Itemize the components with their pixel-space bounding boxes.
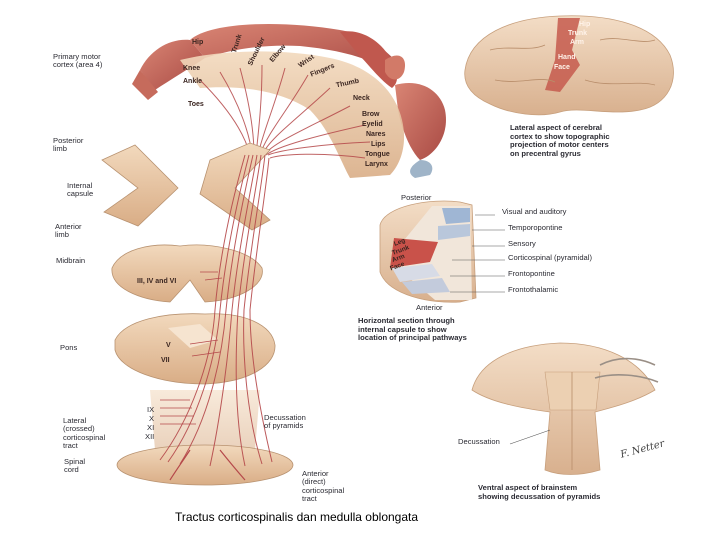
- label-decussation: Decussation: [458, 437, 500, 446]
- medulla: [150, 390, 260, 450]
- brain-label: Trunk: [568, 30, 588, 37]
- homunculus-label: Knee: [183, 65, 201, 72]
- label-midbrain-nerves: III, IV and VI: [137, 278, 177, 285]
- label-capsule-posterior: Posterior: [401, 193, 432, 202]
- leader-lines: [450, 214, 551, 445]
- brainstem: [471, 342, 659, 475]
- label-posterior-limb: Posterior limb: [53, 136, 84, 154]
- midbrain-section: [111, 244, 263, 303]
- figure-caption: Tractus corticospinalis dan medulla oblo…: [175, 510, 419, 524]
- motor-cortex: [180, 51, 405, 178]
- label-anterior-limb: Anterior limb: [55, 222, 82, 240]
- pathway-label: Sensory: [508, 239, 536, 248]
- brainstem-caption: Ventral aspect of brainstem showing decu…: [478, 483, 601, 501]
- pathway-label: Corticospinal (pyramidal): [508, 253, 592, 262]
- homunculus-label: Hip: [192, 39, 204, 46]
- homunculus-label: Toes: [188, 101, 204, 108]
- label-decussation-pyramids: Decussation of pyramids: [264, 413, 306, 431]
- homunculus-label: Larynx: [365, 161, 388, 168]
- lateral-brain: [464, 15, 674, 116]
- homunculus-label: Lips: [371, 141, 386, 148]
- label-nerve-xi: XI: [147, 423, 155, 432]
- label-primary-motor-cortex: Primary motor cortex (area 4): [53, 52, 103, 70]
- label-spinal-cord: Spinal cord: [64, 457, 86, 475]
- illustration: [101, 15, 674, 486]
- label-pons-v: V: [166, 342, 171, 349]
- label-nerve-ix: IX: [147, 405, 155, 414]
- capsule-section: [379, 200, 477, 303]
- label-nerve-x: X: [149, 414, 155, 423]
- homunculus-label: Tongue: [365, 151, 390, 158]
- label-nerve-xii: XII: [145, 432, 155, 441]
- cranial-branches: [160, 271, 223, 425]
- label-pons: Pons: [60, 343, 78, 352]
- homunculus: [132, 24, 446, 178]
- homunculus-label: Brow: [362, 111, 380, 118]
- pathway-label: Frontopontine: [508, 269, 555, 278]
- label-anterior-tract: Anterior (direct) corticospinal tract: [302, 469, 345, 504]
- brain-label: Hip: [579, 21, 591, 28]
- brain-label: Arm: [570, 39, 585, 46]
- label-capsule-anterior: Anterior: [416, 303, 443, 312]
- pons-section: [114, 313, 276, 385]
- pathway-label: Frontothalamic: [508, 285, 559, 294]
- lateral-brain-caption: Lateral aspect of cerebral cortex to sho…: [510, 123, 610, 158]
- label-midbrain: Midbrain: [56, 256, 86, 265]
- corticospinal-figure: Primary motor cortex (area 4) Posterior …: [40, 10, 680, 510]
- brain-label: Hand: [558, 54, 576, 61]
- homunculus-label: Eyelid: [362, 121, 383, 128]
- label-internal-capsule: Internal capsule: [67, 181, 94, 199]
- pathway-label: Visual and auditory: [502, 207, 567, 216]
- homunculus-label: Neck: [353, 95, 370, 102]
- brain-label: Face: [554, 64, 570, 71]
- homunculus-label: Ankle: [183, 78, 203, 85]
- descending-tracts: [159, 154, 273, 467]
- capsule-caption: Horizontal section through internal caps…: [358, 316, 467, 343]
- label-lateral-tract: Lateral (crossed) corticospinal tract: [63, 416, 106, 451]
- spinal-cord-section: [116, 444, 294, 486]
- label-pons-vii: VII: [161, 357, 170, 364]
- pathway-label: Temporopontine: [508, 223, 563, 232]
- homunculus-label: Nares: [366, 131, 386, 138]
